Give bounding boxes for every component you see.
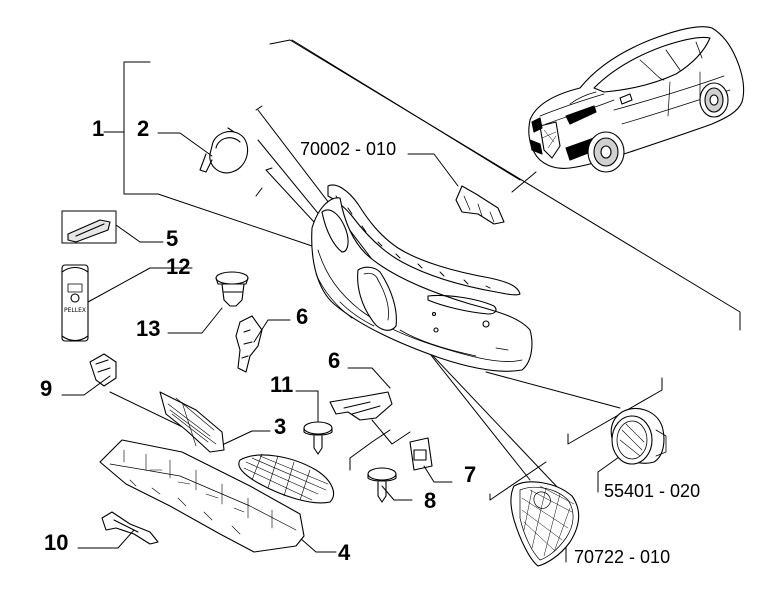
- callout-70722-010: 70722 - 010: [574, 547, 671, 567]
- part-7-clip-nut: [409, 437, 433, 471]
- callout-11: 11: [270, 372, 294, 397]
- callout-6-lower: 6: [328, 348, 341, 373]
- callout-70002-010: 70002 - 010: [300, 139, 397, 159]
- part-12-spray-can: [61, 264, 89, 342]
- part-55401-020-fog-lamp: [610, 408, 667, 465]
- callout-7: 7: [464, 462, 477, 487]
- part-13-push-clip: [215, 271, 249, 307]
- part-6-upper-bracket: [235, 315, 263, 373]
- callout-4: 4: [338, 540, 351, 565]
- callout-3: 3: [274, 414, 287, 439]
- part-9-clip: [89, 353, 117, 387]
- callout-55401-020: 55401 - 020: [604, 481, 701, 501]
- callout-6-upper: 6: [296, 304, 309, 329]
- spray-can-brand-text: PELLEX: [64, 307, 86, 314]
- part-3-right-grille: [238, 453, 334, 504]
- callout-13: 13: [136, 316, 161, 341]
- callout-1: 1: [92, 116, 105, 141]
- callout-10: 10: [44, 530, 69, 555]
- part-70722-010-center-grille: [510, 481, 580, 567]
- part-3-left-grille: [159, 391, 225, 453]
- part-4-undertray: [99, 439, 305, 553]
- part-1-front-bumper: [311, 184, 533, 372]
- callout-5: 5: [166, 226, 179, 251]
- callout-2: 2: [137, 116, 150, 141]
- part-6-lower-bracket: [329, 391, 393, 421]
- part-10-bracket: [101, 511, 159, 545]
- part-70002-010: [455, 185, 505, 225]
- part-11-screw: [303, 421, 333, 455]
- callout-9: 9: [40, 376, 53, 401]
- callout-12: 12: [166, 254, 191, 279]
- part-2-tow-cover: [199, 127, 249, 174]
- callout-8: 8: [424, 488, 437, 513]
- part-5-bracket: [61, 210, 117, 244]
- car-illustration: [528, 26, 745, 173]
- part-8-screw: [367, 467, 397, 503]
